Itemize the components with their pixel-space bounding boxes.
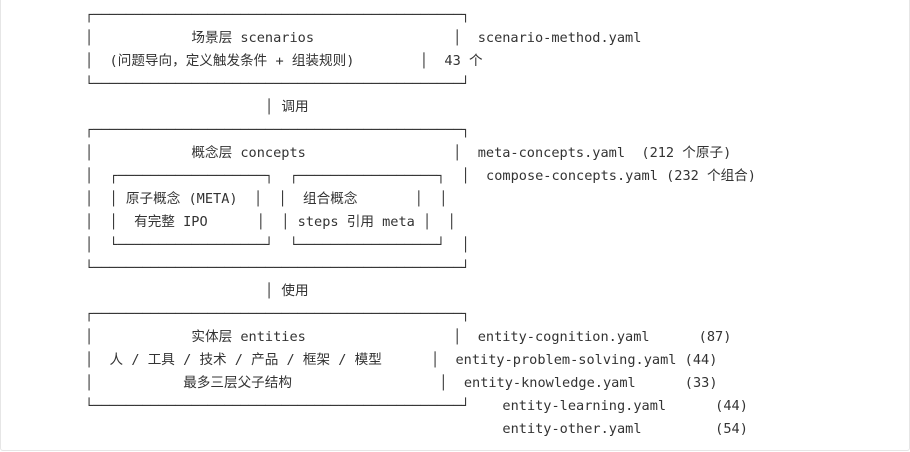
- diagram-line: entity-other.yaml (54): [85, 421, 748, 437]
- diagram-line: └───────────────────────────────────────…: [85, 260, 470, 276]
- diagram-line: │ 人 / 工具 / 技术 / 产品 / 框架 / 模型 │ entity-pr…: [85, 352, 718, 368]
- ascii-architecture-diagram: ┌───────────────────────────────────────…: [85, 4, 756, 441]
- diagram-line: │ (问题导向，定义触发条件 + 组装规则) │ 43 个: [85, 53, 483, 69]
- diagram-line: ┌───────────────────────────────────────…: [85, 7, 470, 23]
- diagram-line: │ 最多三层父子结构 │ entity-knowledge.yaml (33): [85, 375, 718, 391]
- diagram-line: │ │ 有完整 IPO │ │ steps 引用 meta │ │: [85, 214, 456, 230]
- diagram-line: │ 场景层 scenarios │ scenario-method.yaml: [85, 30, 642, 46]
- diagram-line: ┌───────────────────────────────────────…: [85, 122, 470, 138]
- diagram-line: └───────────────────────────────────────…: [85, 398, 748, 414]
- diagram-line: │ 概念层 concepts │ meta-concepts.yaml (212…: [85, 145, 732, 161]
- diagram-line: │ │ 原子概念 (META) │ │ 组合概念 │ │: [85, 191, 448, 207]
- diagram-line: └───────────────────────────────────────…: [85, 76, 470, 92]
- diagram-line: │ └──────────────────┘ └────────────────…: [85, 237, 470, 253]
- diagram-line: │ 实体层 entities │ entity-cognition.yaml (…: [85, 329, 732, 345]
- diagram-line: │ 使用: [85, 283, 309, 299]
- diagram-line: │ ┌──────────────────┐ ┌────────────────…: [85, 168, 756, 184]
- diagram-line: ┌───────────────────────────────────────…: [85, 306, 470, 322]
- diagram-line: │ 调用: [85, 99, 309, 115]
